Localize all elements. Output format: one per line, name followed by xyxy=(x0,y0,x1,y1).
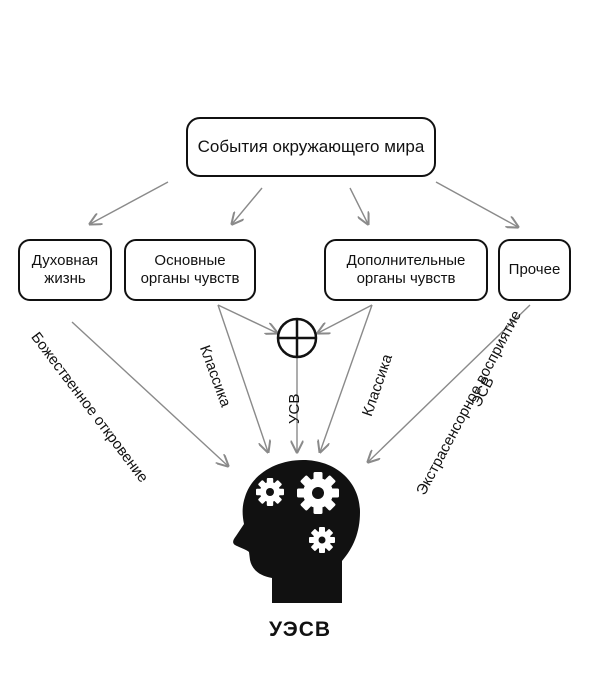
node-world-events-label: События окружающего мира xyxy=(197,136,425,156)
result-label: УЭСВ xyxy=(268,618,332,641)
arrow-extra-to-head xyxy=(320,304,373,452)
node-other: Прочее xyxy=(498,239,571,301)
arrow-basic-to-combiner xyxy=(217,304,277,333)
circled-plus-icon xyxy=(276,317,318,359)
node-world-events: События окружающего мира xyxy=(186,117,436,177)
node-basic-senses-label: Основные органы чувств xyxy=(140,252,240,287)
edge-label-usv: УСВ xyxy=(286,393,303,424)
node-spiritual-life: Духовная жизнь xyxy=(18,239,112,301)
arrow-basic-to-head xyxy=(217,304,268,452)
arrow-top-to-basic xyxy=(232,187,263,224)
node-other-label: Прочее xyxy=(508,261,561,278)
arrow-top-to-spiritual xyxy=(90,181,169,224)
node-spiritual-life-label: Духовная жизнь xyxy=(31,252,99,287)
arrow-top-to-extra xyxy=(349,187,368,224)
node-extra-senses-label: Дополнительные органы чувств xyxy=(346,252,466,287)
node-basic-senses: Основные органы чувств xyxy=(124,239,256,301)
arrow-other-to-head xyxy=(368,304,531,462)
node-extra-senses: Дополнительные органы чувств xyxy=(324,239,488,301)
arrow-spiritual-to-head xyxy=(71,321,228,466)
head-with-gears-icon xyxy=(233,460,360,603)
arrow-extra-to-combiner xyxy=(318,304,373,333)
arrow-top-to-other xyxy=(435,181,518,227)
